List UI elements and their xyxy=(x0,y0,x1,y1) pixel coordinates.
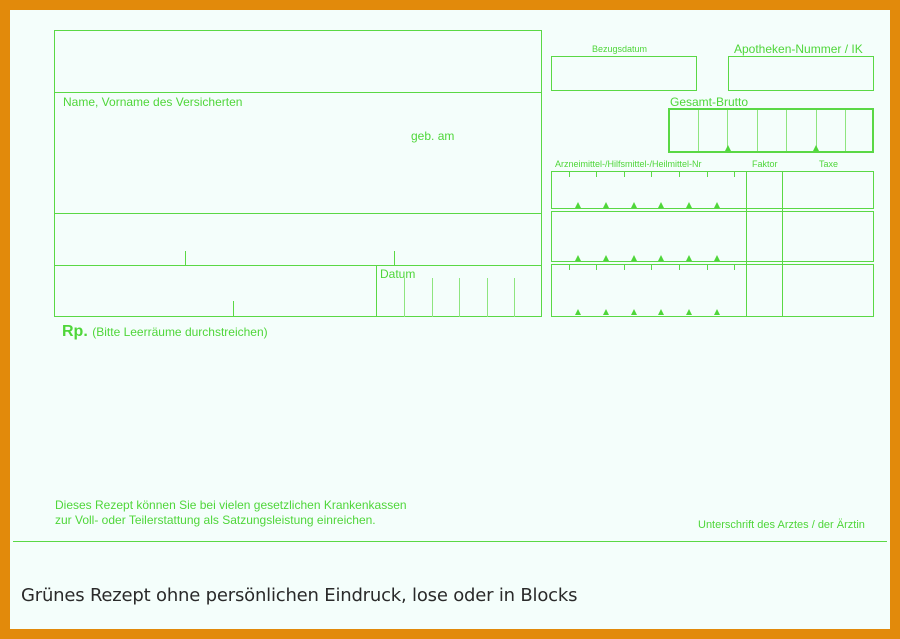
signature-label: Unterschrift des Arztes / der Ärztin xyxy=(698,519,865,531)
date-label: Datum xyxy=(380,267,416,281)
date-divider xyxy=(376,265,377,317)
row-tick xyxy=(679,264,680,270)
row-tick xyxy=(596,264,597,270)
rp-label: Rp. xyxy=(62,323,88,340)
date-cell-divider xyxy=(487,278,488,317)
row-marker xyxy=(575,309,581,315)
row-marker xyxy=(658,255,664,261)
row-marker xyxy=(658,202,664,208)
row-tick xyxy=(569,171,570,177)
row-marker xyxy=(603,255,609,261)
row-marker xyxy=(575,202,581,208)
rp-note: (Bitte Leerräume durchstreichen) xyxy=(92,325,268,339)
gross-cell-divider xyxy=(786,110,787,151)
item-row xyxy=(551,211,874,262)
rp-heading: Rp. (Bitte Leerräume durchstreichen) xyxy=(62,323,268,341)
row-tick xyxy=(734,264,735,270)
birth-date-label: geb. am xyxy=(411,129,455,143)
row-tick xyxy=(596,171,597,177)
patient-box xyxy=(54,30,542,317)
row-tick xyxy=(707,171,708,177)
prescription-form: Name, Vorname des Versicherten geb. am D… xyxy=(10,10,890,629)
row-marker xyxy=(603,309,609,315)
field-tick xyxy=(233,301,234,317)
factor-column-divider xyxy=(746,171,747,317)
patient-bottom-divider xyxy=(54,265,542,266)
date-cell-divider xyxy=(514,278,515,317)
fee-label: Taxe xyxy=(819,159,839,169)
row-tick xyxy=(651,264,652,270)
row-marker xyxy=(686,255,692,261)
bezugsdatum-field xyxy=(551,56,697,91)
row-tick xyxy=(569,264,570,270)
factor-label: Faktor xyxy=(752,159,778,169)
item-row xyxy=(551,264,874,317)
row-marker xyxy=(631,309,637,315)
row-marker xyxy=(714,202,720,208)
row-marker xyxy=(714,255,720,261)
pharmacy-number-label: Apotheken-Nummer / IK xyxy=(734,42,863,56)
item-number-label: Arzneimittel-/Hilfsmittel-/Heilmittel-Nr xyxy=(555,159,702,169)
patient-name-label: Name, Vorname des Versicherten xyxy=(63,95,243,109)
row-marker xyxy=(686,309,692,315)
row-tick xyxy=(734,171,735,177)
gross-cell-divider xyxy=(698,110,699,151)
patient-mid-divider xyxy=(54,213,542,214)
row-tick xyxy=(651,171,652,177)
patient-top-divider xyxy=(54,92,542,93)
form-bottom-line xyxy=(13,541,887,542)
row-tick xyxy=(624,264,625,270)
row-marker xyxy=(575,255,581,261)
gross-cell-divider xyxy=(816,110,817,151)
field-tick xyxy=(394,251,395,265)
row-marker xyxy=(631,202,637,208)
info-text-line1: Dieses Rezept können Sie bei vielen gese… xyxy=(55,498,407,512)
date-cell-divider xyxy=(404,278,405,317)
bezugsdatum-label: Bezugsdatum xyxy=(592,44,648,54)
row-tick xyxy=(707,264,708,270)
row-marker xyxy=(603,202,609,208)
field-tick xyxy=(185,251,186,265)
fee-column-divider xyxy=(782,171,783,317)
date-cell-divider xyxy=(459,278,460,317)
gross-decimal-marker xyxy=(725,145,731,151)
row-tick xyxy=(624,171,625,177)
gross-cell-divider xyxy=(845,110,846,151)
caption: Grünes Rezept ohne persönlichen Eindruck… xyxy=(21,585,578,606)
row-marker xyxy=(658,309,664,315)
item-row xyxy=(551,171,874,209)
row-marker xyxy=(686,202,692,208)
gross-cell-divider xyxy=(727,110,728,151)
row-marker xyxy=(714,309,720,315)
gross-decimal-marker xyxy=(813,145,819,151)
pharmacy-number-field xyxy=(728,56,874,91)
info-text-line2: zur Voll- oder Teilerstattung als Satzun… xyxy=(55,513,376,527)
gross-total-label: Gesamt-Brutto xyxy=(670,95,749,109)
date-cell-divider xyxy=(432,278,433,317)
gross-total-field xyxy=(668,108,874,153)
gross-cell-divider xyxy=(757,110,758,151)
row-marker xyxy=(631,255,637,261)
row-tick xyxy=(679,171,680,177)
